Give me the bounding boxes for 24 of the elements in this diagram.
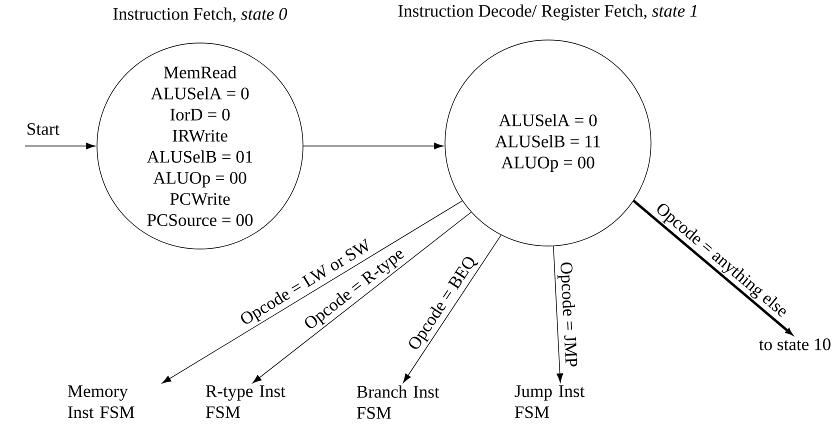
arrow (553, 246, 564, 383)
arrow (402, 234, 502, 383)
state-heading: Instruction Fetch, state 0 (113, 7, 288, 22)
node-label: IorD = 0 (170, 108, 230, 121)
arrow (632, 200, 792, 335)
arrow (303, 142, 444, 150)
node-label: IRWrite (172, 130, 228, 142)
node-label: PCWrite (170, 193, 230, 205)
target-label: R-type Inst FSM (206, 385, 286, 418)
node-label: ALUSelB = 01 (146, 150, 252, 163)
target-label: Memory Inst FSM (68, 385, 134, 418)
node-label: PCSource = 00 (147, 214, 253, 226)
state-heading: Instruction Decode/ Register Fetch, state 1 (398, 4, 696, 20)
node-label: MemRead (164, 66, 236, 78)
node-label: ALUSelA = 0 (150, 87, 249, 100)
arrow (252, 212, 472, 384)
arrow (162, 200, 463, 384)
start-label: Start (28, 123, 60, 135)
node-label: ALUOp = 00 (153, 172, 246, 188)
target-label: Branch Inst FSM (356, 385, 440, 419)
target-label: Jump Inst FSM (514, 385, 585, 418)
target-label: to state 10 (759, 338, 830, 350)
edge-label: Opcode = JMP (556, 260, 580, 369)
arrow (24, 142, 96, 150)
